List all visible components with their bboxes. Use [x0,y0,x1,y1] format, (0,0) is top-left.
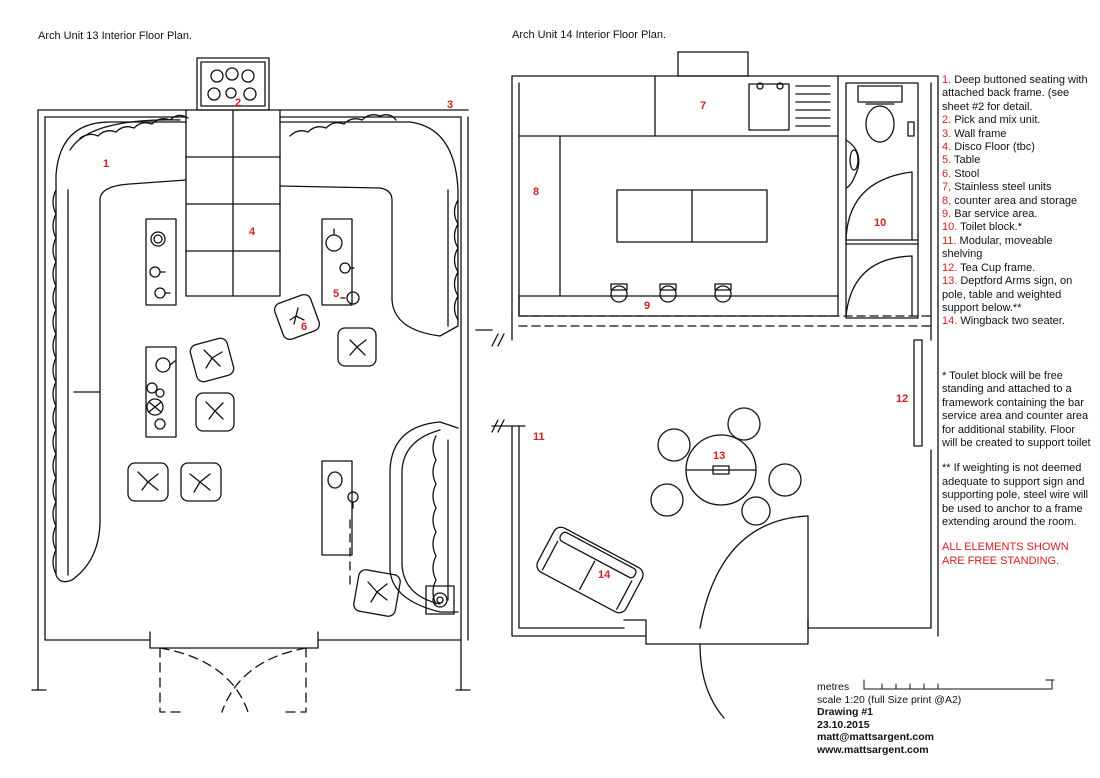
legend-item-13: 13. Deptford Arms sign, on pole, table a… [942,275,1073,314]
drawing-date: 23.10.2015 [817,718,870,731]
note-toilet-block: * Toulet block will be free standing and… [942,370,1091,450]
unit14-walls [491,51,939,645]
scale-text: scale 1:20 (full Size print @A2) [817,693,962,706]
legend-item-2: 2. Pick and mix unit. [942,114,1041,127]
disco-floor [185,109,281,297]
legend-item-6: 6. Stool [942,167,980,180]
tag-11: 11 [533,431,545,443]
bar-service-area [518,283,931,327]
unit13-tables [145,218,360,591]
contact-website: www.mattsargent.com [817,743,929,756]
deptford-arms-sign [650,407,802,526]
note-weighting: ** If weighting is not deemed adequate t… [942,462,1089,529]
unit14-entrance-door [699,515,809,719]
legend-item-4: 4. Disco Floor (tbc) [942,141,1035,154]
drawing-number: Drawing #1 [817,706,874,719]
legend-item-12: 12. Tea Cup frame. [942,261,1036,274]
deep-buttoned-seating [52,114,459,613]
tag-5: 5 [333,288,339,300]
seat-button-scallops [52,114,189,575]
toilet-block [845,82,919,319]
element-number-tags: 1 2 3 4 5 6 7 8 9 10 11 12 13 14 [103,97,908,581]
tag-3: 3 [447,99,453,111]
tag-1: 1 [103,158,109,170]
legend-item-7: 7, Stainless steel units [942,181,1052,194]
tag-8: 8 [533,186,539,198]
scale-label: metres [817,681,850,693]
tag-12: 12 [896,393,908,405]
stainless-steel-units [518,75,839,297]
unit13-title: Arch Unit 13 Interior Floor Plan. [38,30,193,42]
unit14-title: Arch Unit 14 Interior Floor Plan. [512,29,667,41]
legend-item-11: 11. Modular, moveable shelving [942,234,1053,261]
tag-2: 2 [235,97,241,109]
unit13-stools [127,293,455,617]
legend-item-10: 10. Toilet block.* [942,221,1022,234]
contact-email: matt@mattsargent.com [817,731,935,744]
tag-14: 14 [598,569,611,581]
legend: 1. Deep buttoned seating with attached b… [942,74,1092,329]
tag-9: 9 [644,300,650,312]
legend-item-9: 9. Bar service area. [942,208,1038,221]
note-free-standing: ALL ELEMENTS SHOWN ARE FREE STANDING. [942,541,1069,567]
legend-item-5: 5. Table [942,154,981,167]
title-block: metres scale 1:20 (full Size print @A2) … [817,681,961,757]
tag-6: 6 [301,321,307,333]
unit13-walls [31,109,493,691]
scale-bar [863,679,1055,690]
tag-10: 10 [874,217,886,229]
tag-4: 4 [249,226,256,238]
unit13-entrance-door [159,647,307,713]
legend-item-14: 14. Wingback two seater. [942,315,1065,328]
tag-7: 7 [700,100,706,112]
pick-and-mix-unit [196,57,270,111]
legend-item-3: 3. Wall frame [942,127,1007,140]
tea-cup-frame [913,339,923,447]
legend-item-1: 1. Deep buttoned seating with attached b… [942,74,1088,113]
tag-13: 13 [713,450,725,462]
wingback-two-seater [536,526,644,614]
legend-item-8: 8, counter area and storage [942,194,1078,207]
notes: * Toulet block will be free standing and… [942,370,1092,580]
